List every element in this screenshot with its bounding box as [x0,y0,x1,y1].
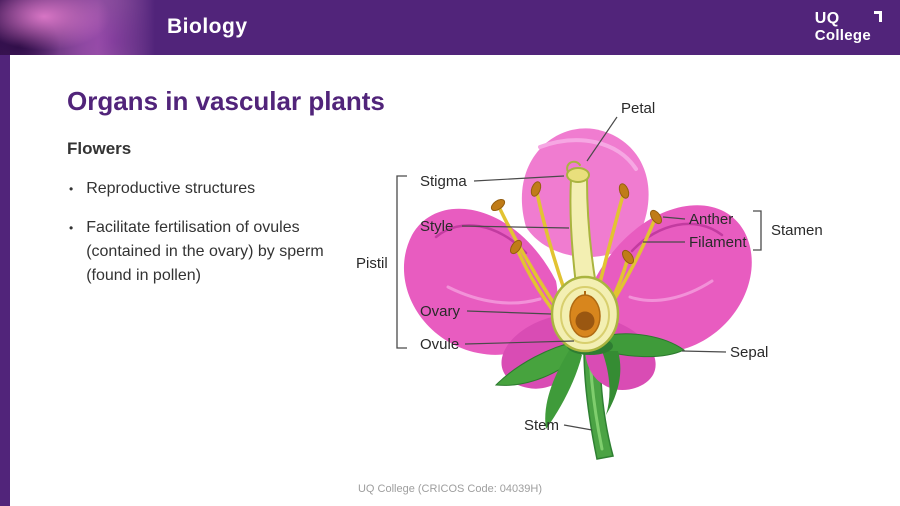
label-filament: Filament [689,234,747,251]
page-title: Organs in vascular plants [67,86,385,116]
bullet-text: Facilitate fertilisation of ovules (cont… [86,219,324,284]
bullet-list: • Reproductive structures • Facilitate f… [69,177,359,303]
label-style: Style [420,218,453,235]
diagram-labels: Petal Stigma Style Pistil Anther Filamen… [356,100,823,434]
label-pistil: Pistil [356,255,388,272]
leader-sepal [681,350,727,353]
leader-stigma [473,175,565,182]
header-bar: Biology UQ College [0,0,900,55]
pistil-graphic [550,160,620,353]
leader-anther [662,216,686,220]
logo-line-uq: UQ [814,10,840,27]
label-stem: Stem [524,417,559,434]
bullet-text: Reproductive structures [86,180,256,197]
label-petal: Petal [621,100,655,117]
leader-ovary [466,310,552,315]
logo-line-college: College [814,26,871,44]
header-photo [0,0,158,55]
bracket-pistil [396,175,407,349]
label-ovule: Ovule [420,336,459,353]
label-sepal: Sepal [730,344,768,361]
leader-style [461,225,570,229]
label-ovary: Ovary [420,303,461,320]
logo-corner-icon [874,11,882,22]
left-accent-strip [0,55,10,506]
bullet-marker: • [69,221,74,235]
bullet-marker: • [69,182,74,196]
bullet-item: • Facilitate fertilisation of ovules (co… [69,216,359,288]
leader-ovule [464,340,575,345]
section-heading: Flowers [67,139,132,158]
course-title: Biology [167,15,248,38]
flower-anatomy-diagram: Petal Stigma Style Pistil Anther Filamen… [356,100,823,460]
bullet-item: • Reproductive structures [69,177,359,201]
label-stigma: Stigma [420,173,467,190]
footer-cricos-text: UQ College (CRICOS Code: 04039H) [357,483,543,495]
label-stamen: Stamen [771,222,823,239]
uq-college-logo: UQ College [815,10,882,45]
leader-stem [563,424,593,431]
leader-petal [586,116,618,162]
bracket-stamen [753,210,762,251]
label-anther: Anther [689,211,733,228]
